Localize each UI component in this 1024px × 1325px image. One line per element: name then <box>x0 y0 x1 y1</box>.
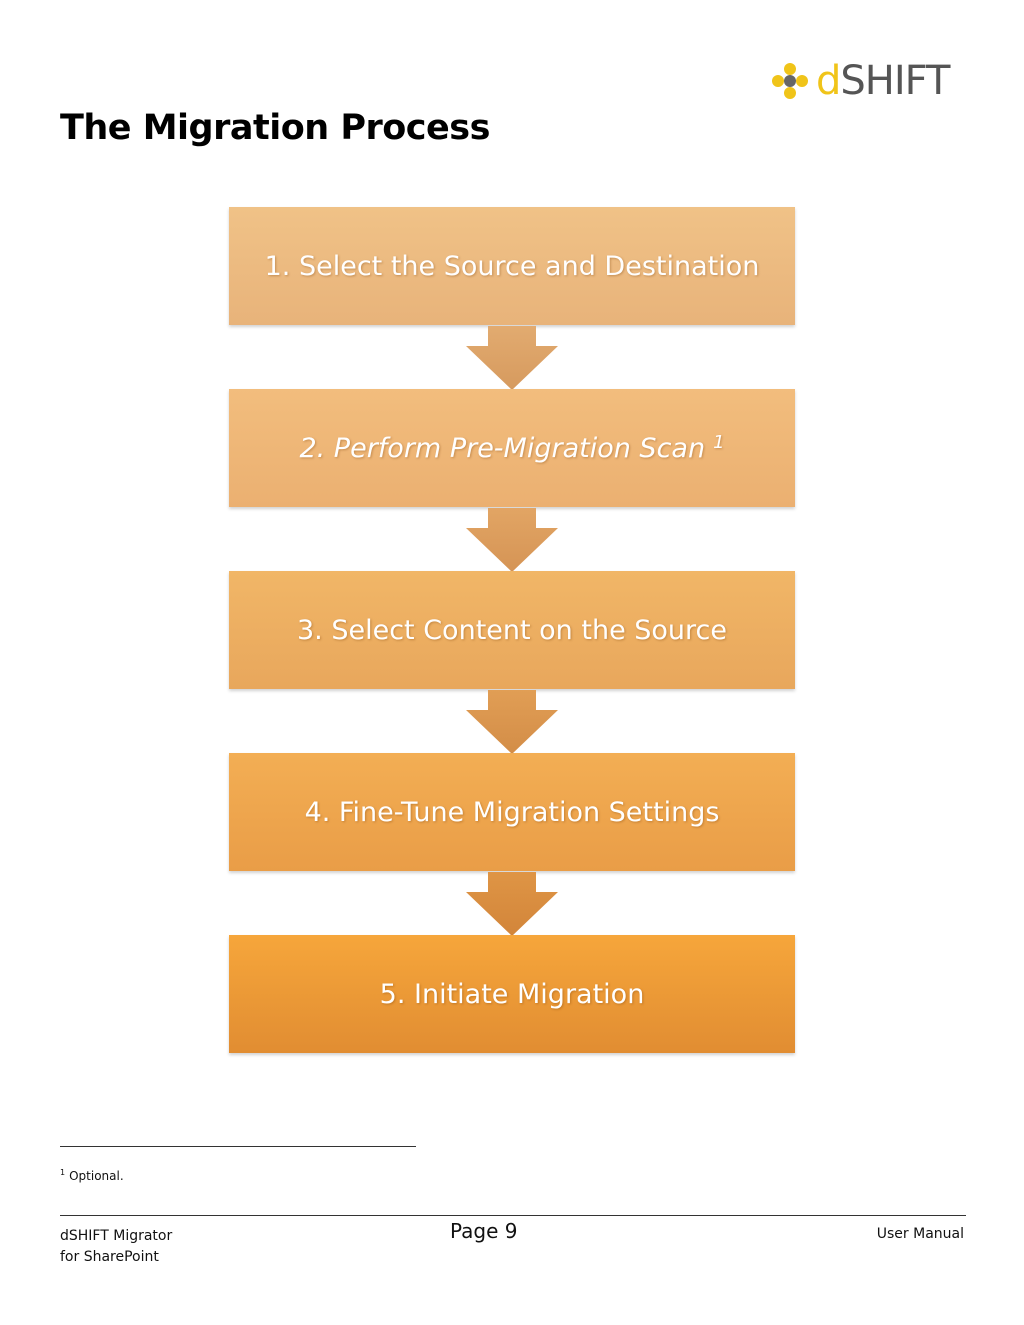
flow-step-4-label: 4. Fine-Tune Migration Settings <box>304 796 720 828</box>
footer-doc-type: User Manual <box>876 1226 964 1242</box>
down-arrow-icon <box>466 690 558 754</box>
down-arrow-icon <box>466 872 558 936</box>
flow-step-3-label: 3. Select Content on the Source <box>296 614 728 646</box>
flow-step-5-label: 5. Initiate Migration <box>379 978 645 1010</box>
footnote-text: Optional. <box>69 1169 124 1183</box>
page-number: Page 9 <box>450 1219 518 1243</box>
footnote-divider <box>60 1146 416 1147</box>
footer-product: dSHIFT Migrator for SharePoint <box>60 1226 172 1268</box>
flow-step-2-label: 2. Perform Pre-Migration Scan <box>299 432 706 464</box>
down-arrow-icon <box>466 508 558 572</box>
flow-step-2: 2. Perform Pre-Migration Scan 1 <box>229 389 795 507</box>
logo-dots-icon <box>772 63 808 99</box>
footnote-reference: 1 <box>713 431 725 453</box>
dshift-logo: dSHIFT <box>770 58 960 104</box>
flow-step-1-label: 1. Select the Source and Destination <box>264 250 760 282</box>
page-title: The Migration Process <box>60 108 490 148</box>
footnote-marker: 1 <box>60 1168 66 1177</box>
flow-step-1: 1. Select the Source and Destination <box>229 207 795 325</box>
flow-step-5: 5. Initiate Migration <box>229 935 795 1053</box>
flow-step-4: 4. Fine-Tune Migration Settings <box>229 753 795 871</box>
footer-divider <box>60 1215 966 1216</box>
footer-product-line1: dSHIFT Migrator <box>60 1228 173 1244</box>
flow-step-3: 3. Select Content on the Source <box>229 571 795 689</box>
down-arrow-icon <box>466 326 558 390</box>
logo-wordmark: dSHIFT <box>816 58 950 104</box>
footer-product-line2: for SharePoint <box>60 1249 159 1265</box>
